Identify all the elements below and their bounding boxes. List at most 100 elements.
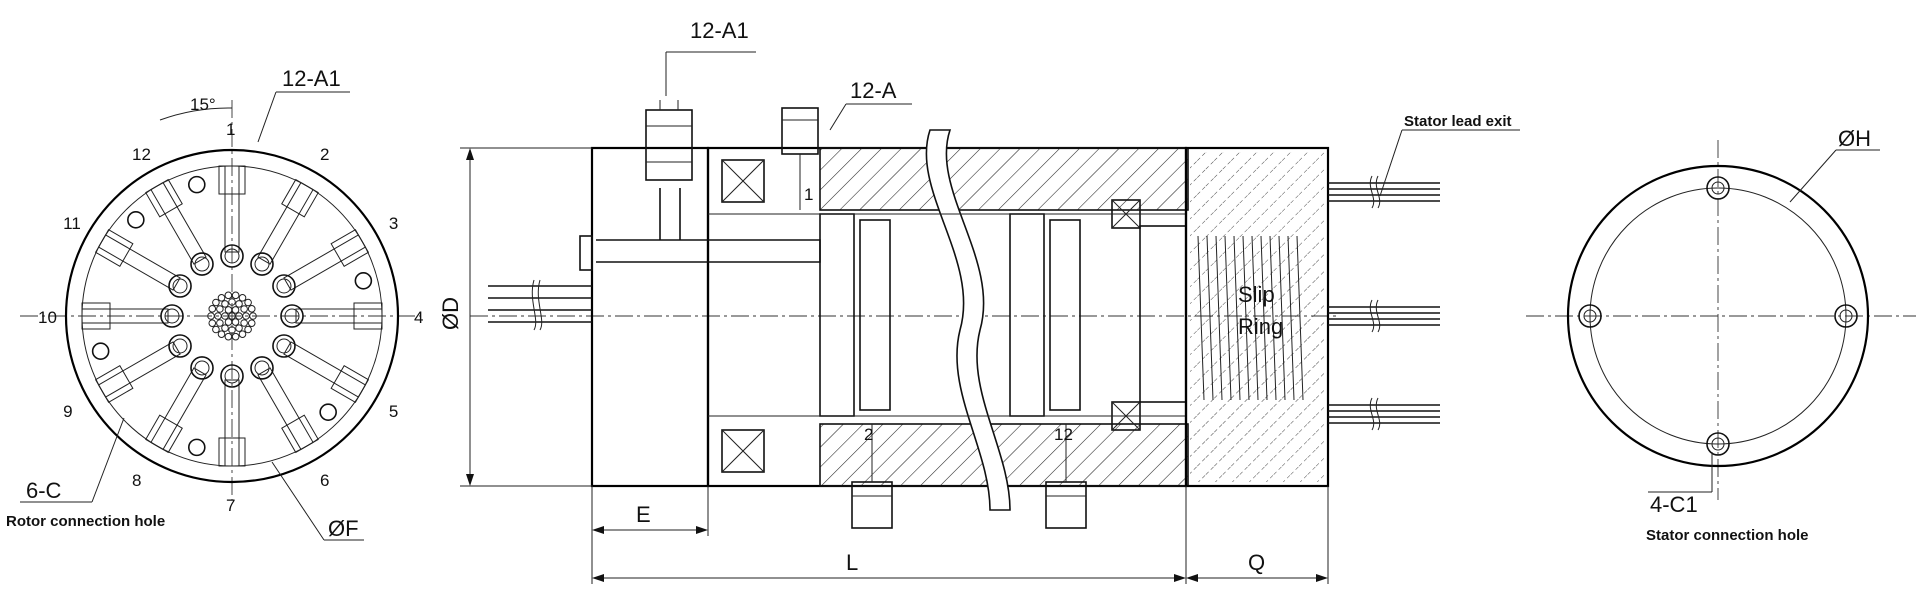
slip-ring-plate <box>1296 235 1304 401</box>
wire-strand <box>216 305 224 313</box>
hole-number: 5 <box>389 402 398 421</box>
wire-strand <box>224 291 233 300</box>
rotor-hole-leader <box>91 417 125 503</box>
e-arrows <box>592 526 708 534</box>
port-fitting <box>145 414 183 454</box>
slip-ring-plates <box>1197 235 1304 401</box>
hole-number: 9 <box>63 402 72 421</box>
wire-strand <box>216 319 224 327</box>
port-fitting <box>81 302 111 330</box>
inner-bore-core <box>254 256 270 272</box>
inner-bore-core <box>172 338 188 354</box>
inner-bore <box>250 252 274 276</box>
port-fitting <box>94 229 134 267</box>
wire-strand <box>208 319 217 327</box>
stator-lead-label: Stator lead exit <box>1404 113 1512 130</box>
radial-port <box>257 367 314 451</box>
stator-connection-hole <box>1578 304 1602 328</box>
stator-outer-circle <box>1566 164 1870 468</box>
diameter-d-label: ØD <box>438 297 463 330</box>
inner-bore <box>250 356 274 380</box>
inner-bore <box>272 274 296 298</box>
wire-strand <box>240 305 248 313</box>
radial-port <box>97 341 181 398</box>
slip-ring-plate <box>1269 235 1277 401</box>
slip-ring-plate <box>1233 235 1241 401</box>
callout-leader <box>257 91 277 143</box>
stator-connection-hole <box>1706 432 1730 456</box>
wire-strand <box>238 330 247 338</box>
hole-number: 1 <box>226 120 235 139</box>
slip-ring-housing <box>1184 146 1330 488</box>
inner-bores <box>160 244 304 388</box>
wire-strand <box>217 294 226 302</box>
rotor-hole-caption: Rotor connection hole <box>6 513 165 530</box>
slip-ring-plate <box>1242 235 1250 401</box>
port-fitting <box>353 302 383 330</box>
slip-ring-plate <box>1278 235 1286 401</box>
wire-strand <box>224 306 233 314</box>
port-fitting <box>330 229 370 267</box>
shaft-grooves <box>708 213 1187 417</box>
stator-wire-break <box>1369 397 1381 431</box>
wire-strand <box>247 319 256 327</box>
wire-strand <box>221 324 229 332</box>
wire-strand <box>240 319 248 327</box>
wire-strand <box>244 325 252 334</box>
wire-strand <box>247 305 256 313</box>
wire-strand <box>244 298 252 307</box>
inner-bore-core <box>254 360 270 376</box>
inner-bore <box>272 334 296 358</box>
stator-bolt-circle <box>1589 187 1847 445</box>
stator-holes <box>1578 176 1858 456</box>
stator-connection-hole-core <box>1711 181 1725 195</box>
rotor-connection-hole <box>354 272 373 290</box>
stator-wire-break <box>1369 175 1381 209</box>
rotor-connection-hole <box>188 175 206 194</box>
inner-bore-core <box>276 278 292 294</box>
slip-ring-plate <box>1224 235 1232 401</box>
hole-number: 4 <box>414 308 423 327</box>
inner-bore <box>168 274 192 298</box>
stator-connection-hole-core <box>1839 309 1853 323</box>
wire-strand <box>208 305 217 313</box>
groove <box>819 213 855 417</box>
inner-bore <box>190 356 214 380</box>
rotor-outer-circle <box>64 148 400 484</box>
wire-strand <box>235 300 243 308</box>
wire-strand <box>221 300 229 308</box>
diameter-h-leader <box>1789 149 1837 203</box>
wire-strand <box>217 330 226 338</box>
radial-port <box>150 367 207 451</box>
inner-bore-core <box>194 360 210 376</box>
port-label-12: 12 <box>1054 425 1073 444</box>
groove <box>1049 219 1081 411</box>
hole-number: 6 <box>320 471 329 490</box>
fluid-channel <box>596 239 821 263</box>
wire-break <box>531 279 543 331</box>
dim-q-label: Q <box>1248 550 1265 575</box>
wire-strand <box>228 326 236 334</box>
hole-number: 11 <box>63 214 81 233</box>
fluid-channel-vertical <box>659 188 681 240</box>
dim-e-label: E <box>636 502 651 527</box>
inner-bore-core <box>284 308 300 324</box>
port-fitting <box>94 365 134 403</box>
wire-strand <box>224 318 233 326</box>
radial-ports <box>81 165 383 467</box>
port-fitting <box>218 165 246 195</box>
wire-strand <box>228 298 236 306</box>
diameter-h-label: ØH <box>1838 126 1871 151</box>
rotor-connection-hole <box>319 403 337 421</box>
wire-strand <box>224 332 233 341</box>
radial-port <box>283 341 367 398</box>
inner-bore-core <box>164 308 180 324</box>
hole-number: 2 <box>320 145 329 164</box>
wire-strand <box>231 291 240 300</box>
stator-wire-break <box>1369 299 1381 333</box>
hole-number: 7 <box>226 496 235 515</box>
wire-strand <box>212 325 220 334</box>
wire-strand <box>207 312 215 320</box>
inner-bore-core <box>194 256 210 272</box>
